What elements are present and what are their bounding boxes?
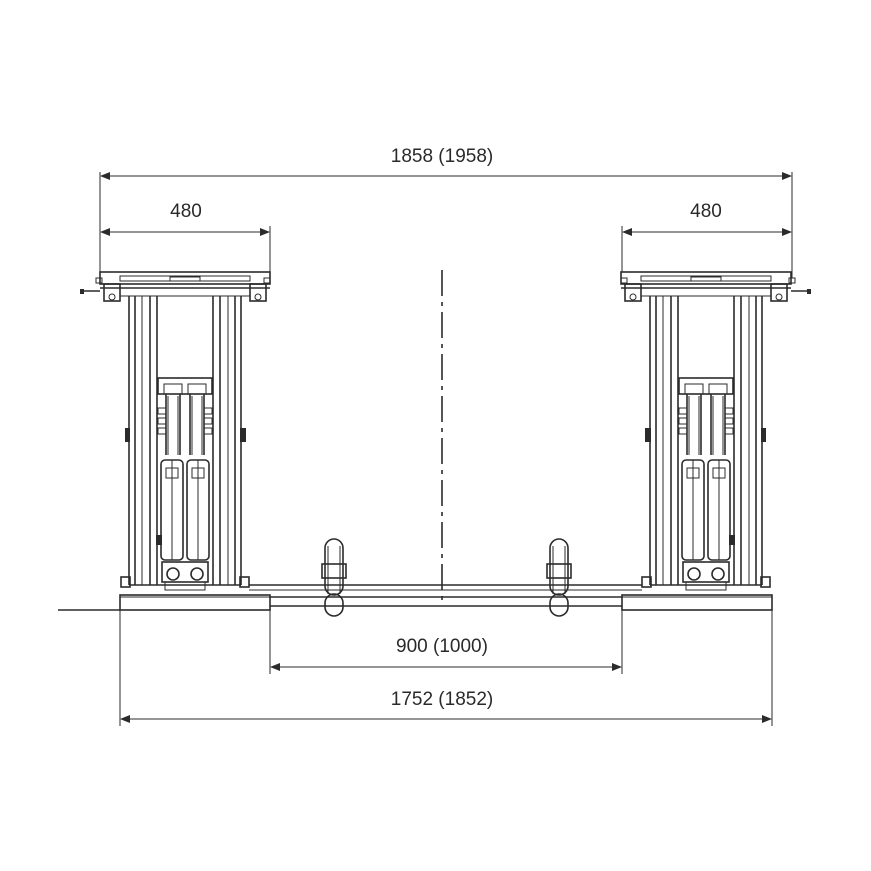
cross-connector [249,584,642,607]
overall-base-dimension-label: 1752 (1852) [391,689,493,710]
overall-base-dimension: 1752 (1852) [119,610,773,726]
left-lift-column [79,271,271,591]
overall-top-dimension-label: 1858 (1958) [391,146,493,167]
inner-gap-dimension-label: 900 (1000) [396,636,488,657]
left-platform-dimension-label: 480 [170,201,202,222]
left-wheel [321,538,347,617]
right-wheel [546,538,572,617]
right-lift-column [620,271,812,591]
inner-gap-dimension: 900 (1000) [269,610,623,674]
overall-top-dimension: 1858 (1958) [99,141,793,278]
left-platform-dimension: 480 [100,201,271,272]
floor-base [58,594,773,611]
right-platform-dimension: 480 [621,201,792,272]
right-platform-dimension-label: 480 [690,201,722,222]
